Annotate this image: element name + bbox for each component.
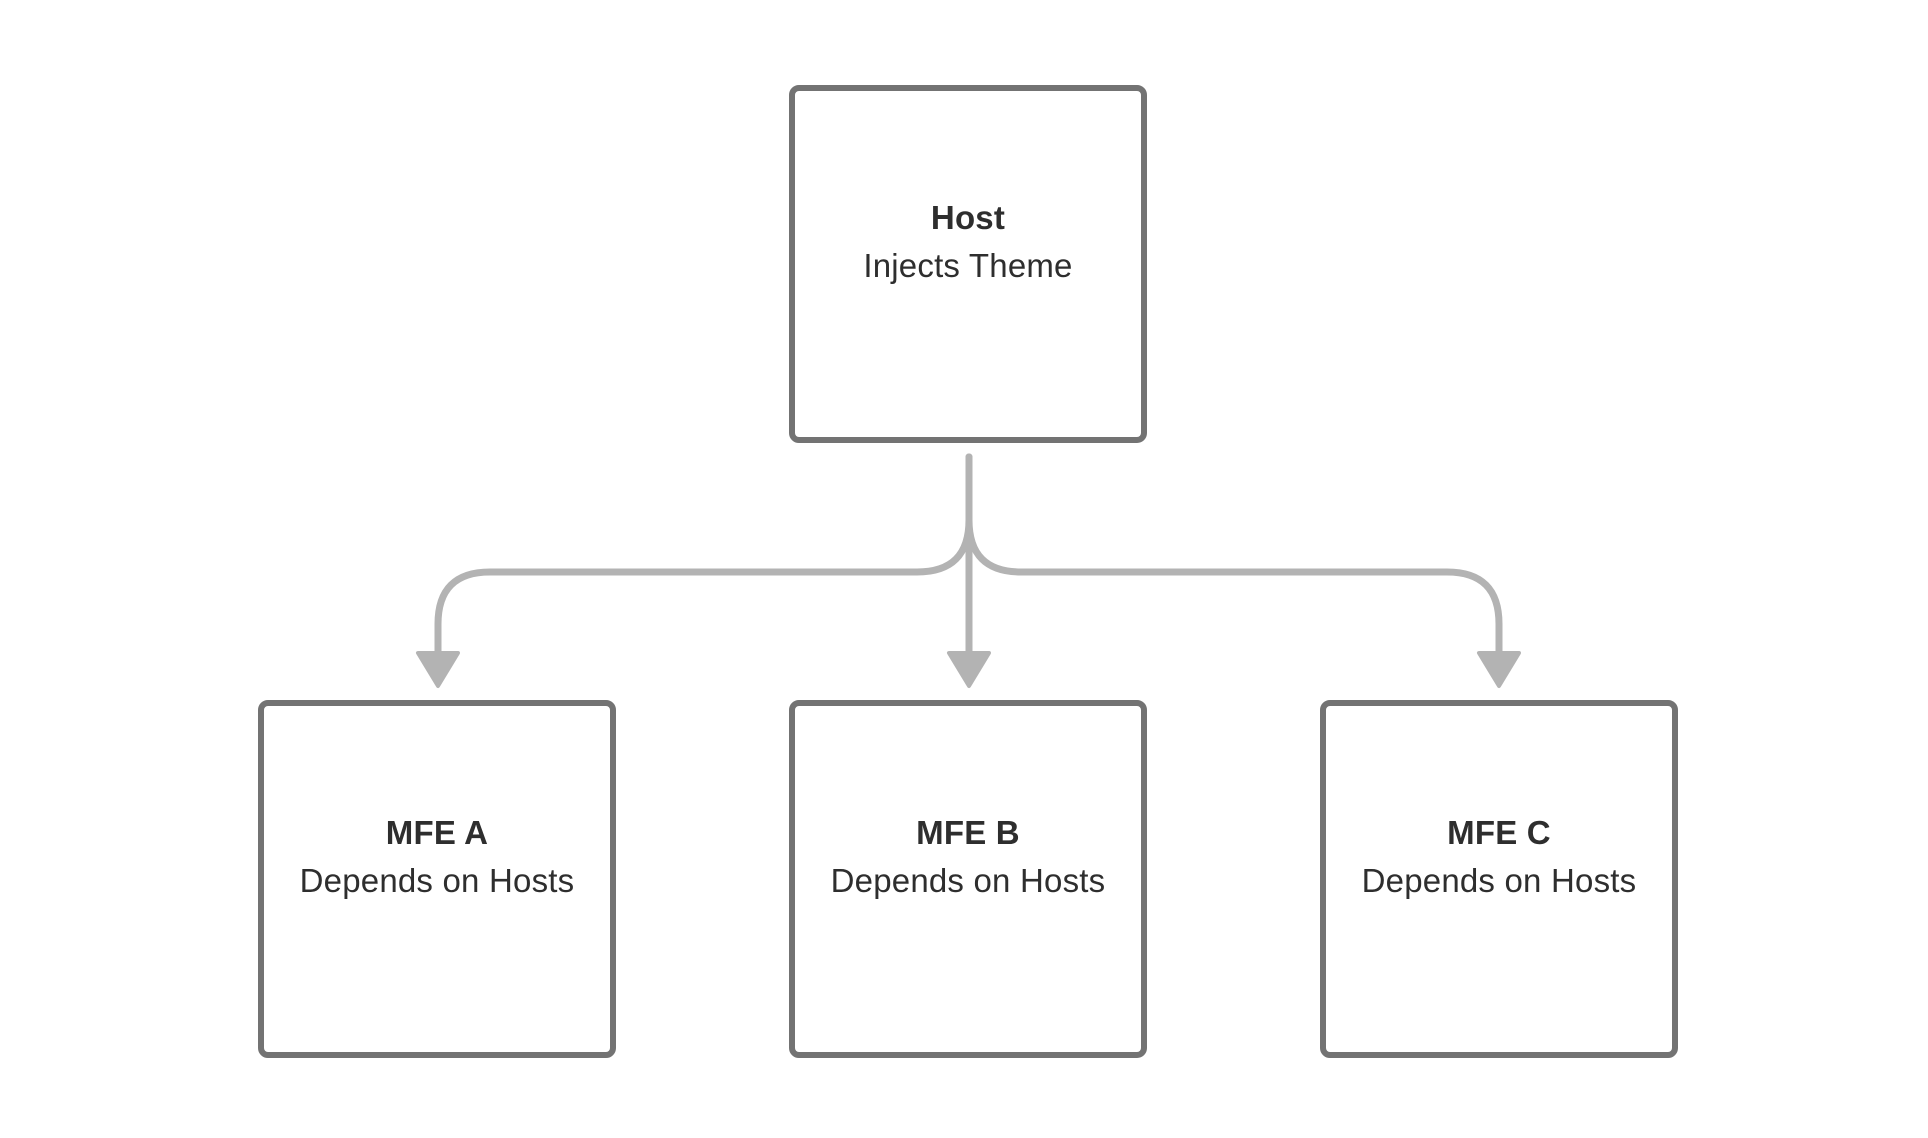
node-mfe-c-subtitle: Depends on Hosts — [1361, 862, 1637, 899]
node-mfe-a-subtitle: Depends on Hosts — [299, 862, 575, 899]
node-host-subtitle: Injects Theme — [863, 247, 1073, 284]
node-mfe-b: MFE B Depends on Hosts — [789, 700, 1147, 1058]
node-host-title: Host — [930, 199, 1006, 236]
node-mfe-a-title: MFE A — [385, 814, 489, 851]
arrowhead-mfe-a — [416, 651, 460, 688]
node-mfe-c-title: MFE C — [1447, 814, 1551, 851]
arrowhead-mfe-c — [1477, 651, 1521, 688]
edge-host-to-mfe-a — [434, 453, 973, 662]
node-host: Host Injects Theme — [789, 85, 1147, 443]
edge-host-to-mfe-c — [965, 453, 1503, 662]
node-mfe-a: MFE A Depends on Hosts — [258, 700, 616, 1058]
node-mfe-c: MFE C Depends on Hosts — [1320, 700, 1678, 1058]
arrowhead-mfe-b — [947, 651, 991, 688]
node-mfe-b-subtitle: Depends on Hosts — [830, 862, 1106, 899]
node-mfe-b-title: MFE B — [916, 814, 1020, 851]
